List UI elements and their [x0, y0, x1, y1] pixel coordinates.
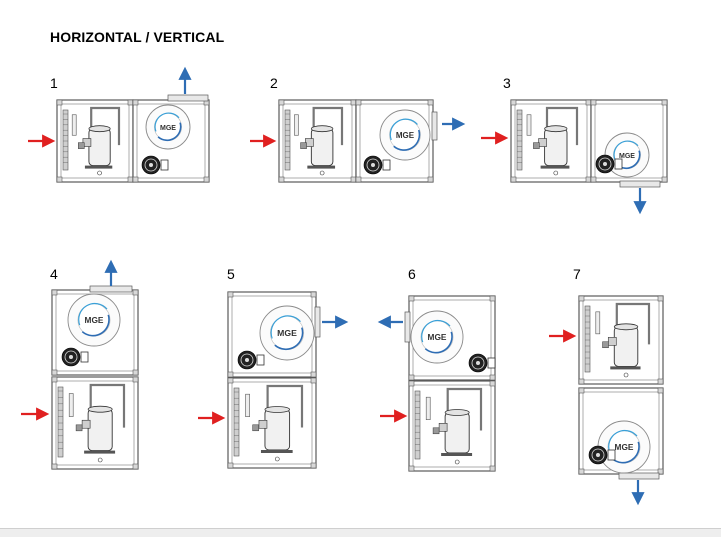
compressor	[613, 326, 639, 367]
refrigerant-pipe	[90, 106, 121, 146]
config-number-4: 4	[50, 266, 58, 282]
compressor	[310, 128, 334, 167]
compressor	[88, 128, 111, 167]
config-number-7: 7	[573, 266, 581, 282]
filter-drier	[425, 396, 431, 421]
compressor	[544, 128, 568, 167]
coil-filter	[414, 390, 421, 460]
refrigerant-pipe	[89, 383, 126, 428]
compressor	[264, 409, 291, 451]
unit-1-outlet-flange	[167, 94, 209, 102]
coil-filter	[62, 109, 69, 171]
mge-logo: MGE	[160, 125, 176, 132]
config-number-6: 6	[408, 266, 416, 282]
unit-3: MGE	[510, 99, 668, 188]
refrigerant-pipe	[615, 302, 651, 345]
unit-2-outlet-flange	[431, 111, 438, 141]
unit-4: MGE	[51, 285, 139, 470]
config-number-3: 3	[503, 75, 511, 91]
config-number-5: 5	[227, 266, 235, 282]
refrigerant-pipe	[266, 384, 304, 428]
unit-5-outlet-flange	[314, 306, 321, 338]
coil-filter	[516, 109, 523, 171]
filter-drier	[68, 393, 74, 417]
compressor	[87, 408, 113, 452]
mge-logo: MGE	[428, 332, 447, 342]
unit-3-outlet-flange	[619, 180, 661, 188]
refrigerant-pipe	[545, 106, 579, 146]
coil-filter	[584, 305, 591, 373]
mge-logo: MGE	[85, 315, 104, 325]
coil-filter	[284, 109, 291, 171]
page-title: HORIZONTAL / VERTICAL	[50, 29, 225, 45]
unit-7: MGE	[578, 295, 664, 480]
unit-6: MGE	[404, 295, 496, 472]
filter-drier	[595, 311, 601, 335]
coil-filter	[57, 386, 64, 458]
status-bar	[0, 528, 721, 537]
compressor	[444, 412, 470, 454]
unit-6-outlet-flange	[404, 311, 411, 343]
unit-5: MGE	[227, 291, 321, 469]
unit-7-outlet-flange	[618, 472, 660, 480]
mge-logo: MGE	[619, 153, 635, 160]
filter-drier	[294, 114, 299, 136]
filter-drier	[245, 393, 250, 418]
config-number-2: 2	[270, 75, 278, 91]
refrigerant-pipe	[446, 387, 483, 431]
unit-4-outlet-flange	[89, 285, 133, 293]
unit-2: MGE	[278, 99, 438, 183]
filter-drier	[526, 114, 532, 136]
mge-logo: MGE	[277, 328, 297, 338]
mge-logo: MGE	[396, 131, 415, 140]
unit-1: MGE	[56, 94, 210, 183]
mge-logo: MGE	[615, 442, 634, 452]
refrigerant-pipe	[312, 106, 344, 146]
config-number-1: 1	[50, 75, 58, 91]
filter-drier	[71, 114, 77, 136]
coil-filter	[233, 387, 240, 457]
